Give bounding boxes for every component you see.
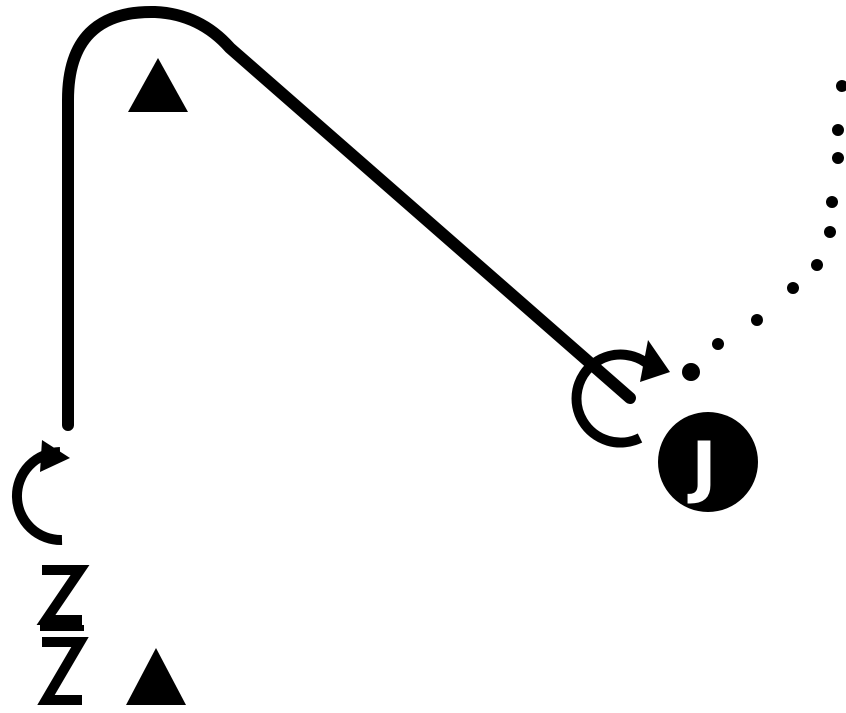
labeled-node-label: J [687, 428, 716, 507]
bottom-triangle-icon [126, 648, 186, 705]
main-path-line [62, 5, 636, 431]
zigzag-icon [36, 565, 90, 705]
right-rotation-arrow-icon [571, 340, 670, 448]
top-triangle-icon [128, 58, 188, 112]
dotted-extension-path [682, 80, 846, 381]
labeled-node: J [658, 412, 758, 512]
labeled-node-circle [658, 412, 758, 512]
left-rotation-arrow-icon [12, 440, 70, 546]
